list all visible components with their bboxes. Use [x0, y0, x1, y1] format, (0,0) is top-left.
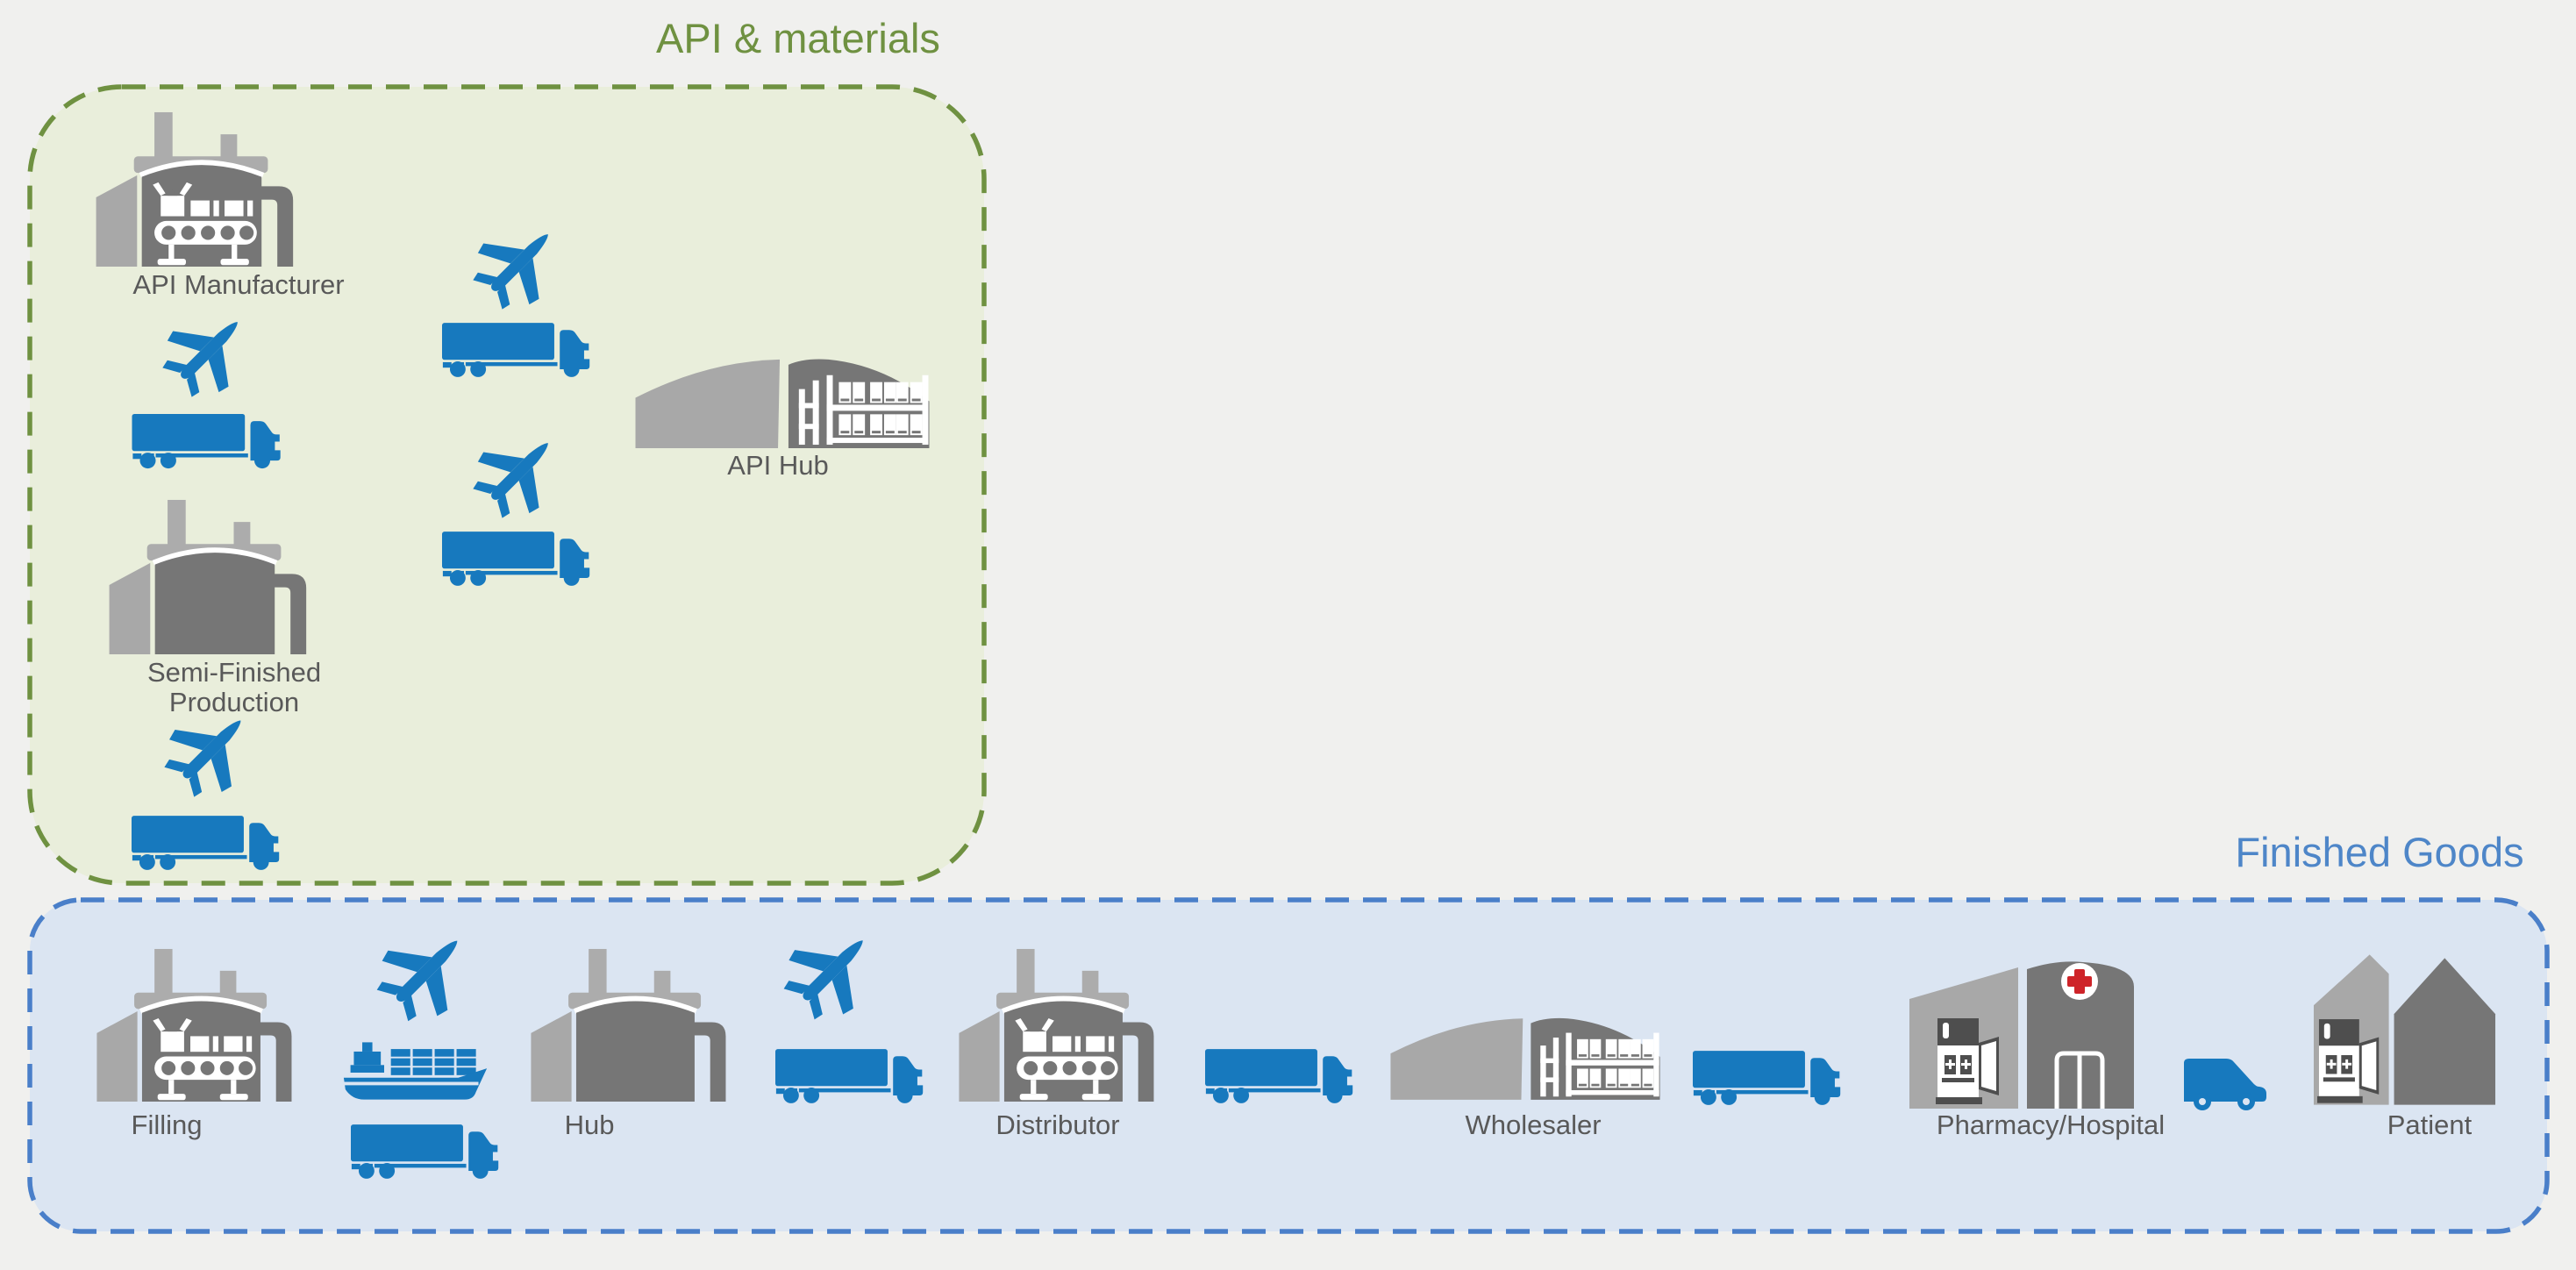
factory-production-icon	[85, 111, 318, 268]
truck-icon	[1693, 1051, 1842, 1106]
node-label-api-hub: API Hub	[727, 450, 829, 481]
truck-icon	[132, 414, 282, 469]
truck-icon	[442, 323, 591, 378]
factory-icon	[98, 498, 331, 656]
airplane-icon	[160, 702, 260, 802]
truck-icon	[442, 532, 591, 587]
node-label-pharmacy-hospital: Pharmacy/Hospital	[1936, 1109, 2166, 1140]
pharmacy-hospital-icon	[1908, 955, 2137, 1109]
factory-production-icon	[948, 947, 1178, 1103]
factory-icon	[520, 947, 750, 1103]
airplane-icon	[372, 921, 477, 1026]
airplane-icon	[779, 921, 882, 1024]
warehouse-icon	[1386, 1010, 1665, 1100]
airplane-icon	[468, 216, 567, 314]
factory-production-icon	[86, 947, 316, 1103]
cargo-ship-icon	[342, 1042, 489, 1102]
warehouse-icon	[630, 351, 935, 448]
node-label-wholesaler: Wholesaler	[1465, 1109, 1602, 1140]
node-label-semi-finished: Semi-Finished Production	[146, 657, 322, 718]
node-label-api-manufacturer: API Manufacturer	[132, 269, 345, 300]
node-label-hub: Hub	[564, 1109, 615, 1140]
delivery-van-icon	[2182, 1056, 2270, 1112]
truck-icon	[1205, 1049, 1354, 1104]
airplane-icon	[158, 303, 256, 402]
airplane-icon	[468, 425, 567, 523]
node-label-distributor: Distributor	[995, 1109, 1120, 1140]
node-label-filling: Filling	[131, 1109, 203, 1140]
finished-group-title: Finished Goods	[2235, 829, 2524, 875]
patient-house-icon	[2312, 952, 2500, 1107]
truck-icon	[132, 816, 281, 871]
api-group-title: API & materials	[656, 15, 940, 61]
truck-icon	[775, 1049, 924, 1104]
node-label-patient: Patient	[2387, 1109, 2473, 1140]
